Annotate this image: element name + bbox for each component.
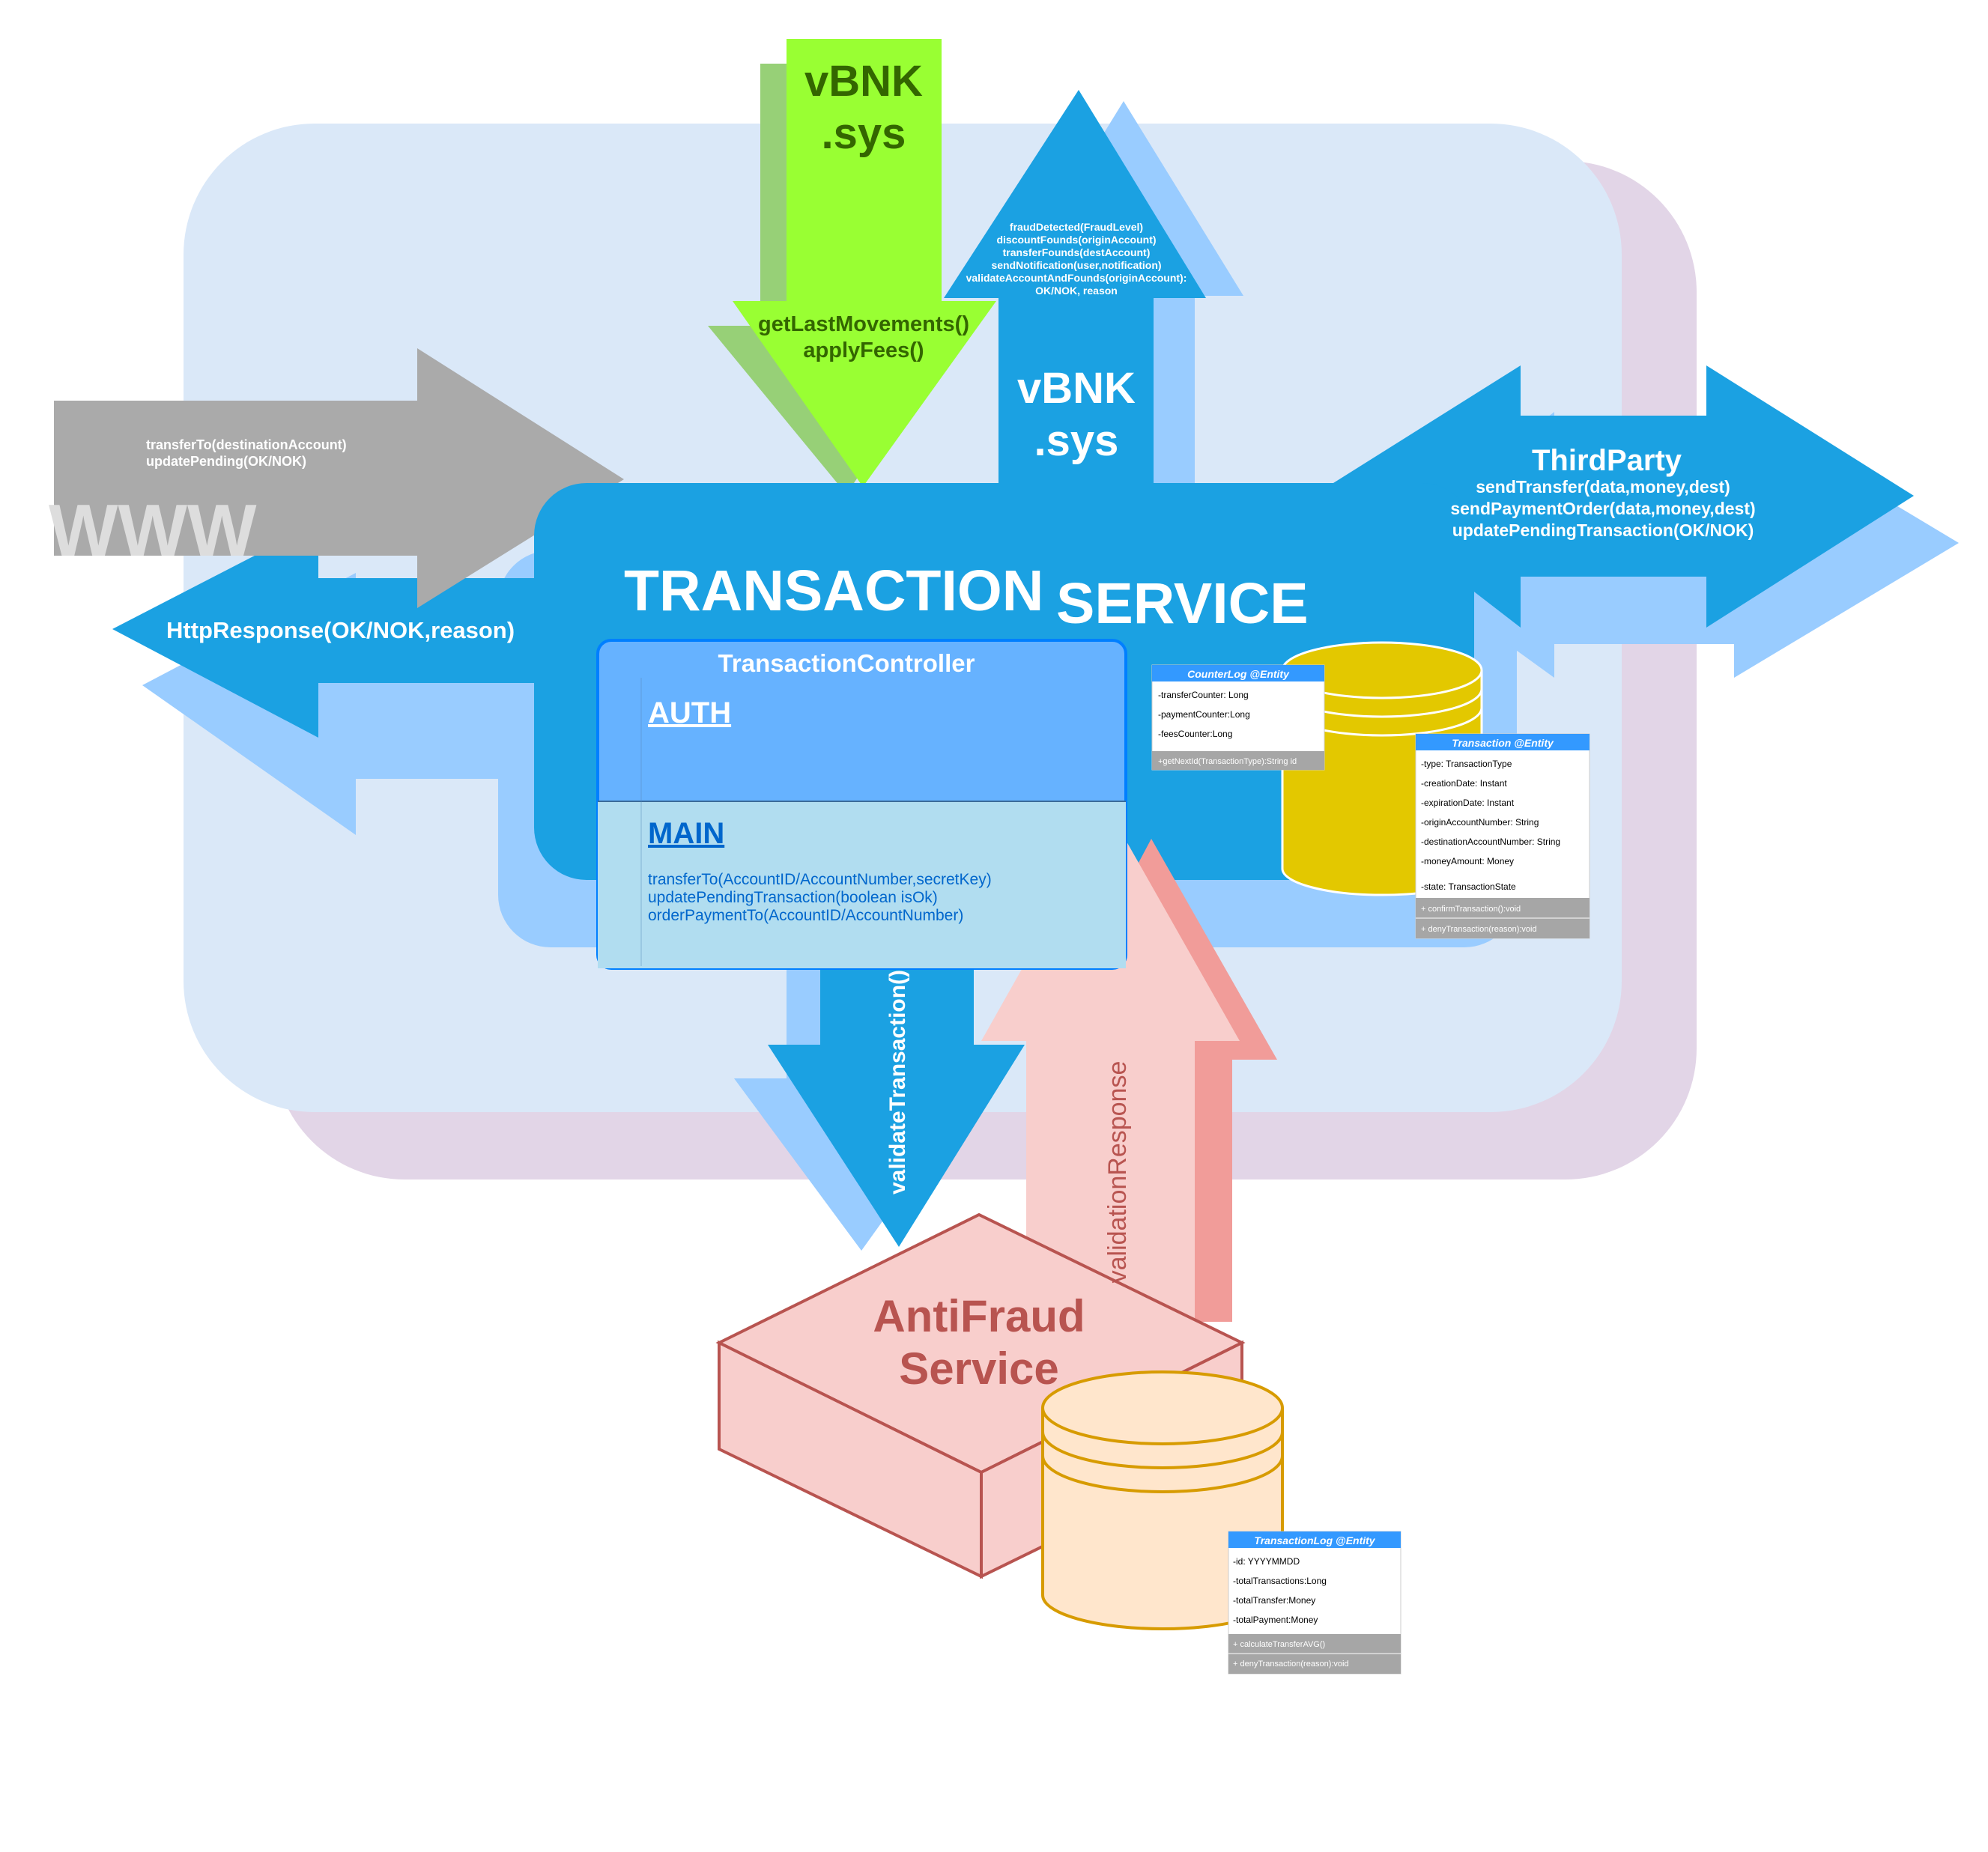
transaction-entity-field-4: -originAccountNumber: String bbox=[1421, 817, 1539, 828]
transaction-log-header: TransactionLog @Entity bbox=[1254, 1534, 1375, 1546]
third-party-method-3: updatePendingTransaction(OK/NOK) bbox=[1452, 520, 1754, 540]
controller-method-2: updatePendingTransaction(boolean isOk) bbox=[648, 889, 938, 906]
transaction-log-field-2: -totalTransactions:Long bbox=[1233, 1576, 1327, 1586]
transaction-entity-field-7: -state: TransactionState bbox=[1421, 881, 1516, 892]
vbnk-out-method-1: fraudDetected(FraudLevel) bbox=[1010, 221, 1143, 233]
transaction-entity-field-1: -type: TransactionType bbox=[1421, 759, 1512, 769]
controller-main-label: MAIN bbox=[648, 817, 724, 850]
transaction-log-field-3: -totalTransfer:Money bbox=[1233, 1595, 1315, 1606]
transaction-entity-field-5: -destinationAccountNumber: String bbox=[1421, 837, 1560, 847]
controller-title: TransactionController bbox=[718, 649, 975, 677]
transaction-entity-header: Transaction @Entity bbox=[1452, 737, 1554, 749]
vbnk-in-arrow bbox=[733, 39, 996, 487]
service-title-service: SERVICE bbox=[1056, 571, 1309, 636]
third-party-method-1: sendTransfer(data,money,dest) bbox=[1476, 477, 1730, 497]
vbnk-out-title-1: vBNK bbox=[1017, 364, 1136, 413]
transaction-entity-method-2: + denyTransaction(reason):void bbox=[1421, 925, 1537, 934]
transaction-log-method-2: + denyTransaction(reason):void bbox=[1233, 1660, 1349, 1669]
counter-log-method-1: +getNextId(TransactionType):String id bbox=[1158, 757, 1297, 766]
transaction-entity-method-1: + confirmTransaction():void bbox=[1421, 905, 1521, 914]
counter-log-field-2: -paymentCounter:Long bbox=[1158, 709, 1250, 720]
www-request-arrow bbox=[54, 348, 624, 608]
antifraud-title-2: Service bbox=[899, 1344, 1059, 1394]
transaction-controller bbox=[596, 639, 1127, 970]
validation-response-label: validationResponse bbox=[1103, 1061, 1132, 1284]
counter-log-header: CounterLog @Entity bbox=[1187, 668, 1290, 680]
controller-auth-label: AUTH bbox=[648, 696, 731, 729]
validate-transaction-label: validateTransaction() bbox=[885, 970, 910, 1194]
vbnk-out-method-4: sendNotification(user,notification) bbox=[991, 259, 1161, 271]
http-response-arrow bbox=[112, 523, 625, 738]
vbnk-in-title-1: vBNK bbox=[804, 57, 923, 106]
validate-arrow bbox=[768, 951, 1025, 1247]
vbnk-out-method-3: transferFounds(destAccount) bbox=[1003, 246, 1151, 258]
www-label: WWW bbox=[49, 489, 257, 571]
vbnk-out-method-6: OK/NOK, reason bbox=[1035, 285, 1118, 297]
counter-log-field-3: -feesCounter:Long bbox=[1158, 729, 1232, 739]
www-request-line-2: updatePending(OK/NOK) bbox=[146, 454, 306, 469]
transaction-entity bbox=[1415, 733, 1590, 939]
antifraud-db-icon bbox=[1041, 1370, 1284, 1630]
transaction-log-field-1: -id: YYYYMMDD bbox=[1233, 1556, 1300, 1567]
vbnk-in-method-1: getLastMovements() bbox=[758, 312, 969, 336]
transaction-entity-field-6: -moneyAmount: Money bbox=[1421, 856, 1514, 866]
transaction-entity-field-3: -expirationDate: Instant bbox=[1421, 798, 1515, 808]
vbnk-out-method-2: discountFounds(originAccount) bbox=[996, 234, 1156, 246]
vbnk-in-method-2: applyFees() bbox=[803, 338, 924, 362]
counter-log-entity bbox=[1151, 664, 1325, 771]
transaction-entity-field-2: -creationDate: Instant bbox=[1421, 778, 1507, 789]
transaction-log-field-4: -totalPayment:Money bbox=[1233, 1615, 1318, 1625]
controller-method-3: orderPaymentTo(AccountID/AccountNumber) bbox=[648, 907, 963, 924]
controller-method-1: transferTo(AccountID/AccountNumber,secre… bbox=[648, 871, 992, 888]
http-response-label: HttpResponse(OK/NOK,reason) bbox=[166, 617, 515, 643]
third-party-title: ThirdParty bbox=[1532, 444, 1682, 477]
antifraud-title-1: AntiFraud bbox=[873, 1291, 1085, 1341]
third-party-arrow bbox=[1333, 365, 1914, 628]
third-party-method-2: sendPaymentOrder(data,money,dest) bbox=[1450, 499, 1755, 518]
transaction-log-entity bbox=[1228, 1531, 1401, 1675]
vbnk-out-methods: fraudDetected(FraudLevel) discountFounds… bbox=[966, 221, 1187, 297]
service-title-transaction: TRANSACTION bbox=[624, 559, 1043, 623]
vbnk-out-method-5: validateAccountAndFounds(originAccount): bbox=[966, 272, 1187, 284]
vbnk-in-title-2: .sys bbox=[822, 109, 906, 158]
www-request-line-1: transferTo(destinationAccount) bbox=[146, 437, 347, 452]
vbnk-out-title-2: .sys bbox=[1034, 416, 1119, 465]
vbnk-out-arrow bbox=[944, 90, 1206, 487]
counter-log-field-1: -transferCounter: Long bbox=[1158, 690, 1249, 700]
transaction-log-method-1: + calculateTransferAVG() bbox=[1233, 1640, 1325, 1649]
